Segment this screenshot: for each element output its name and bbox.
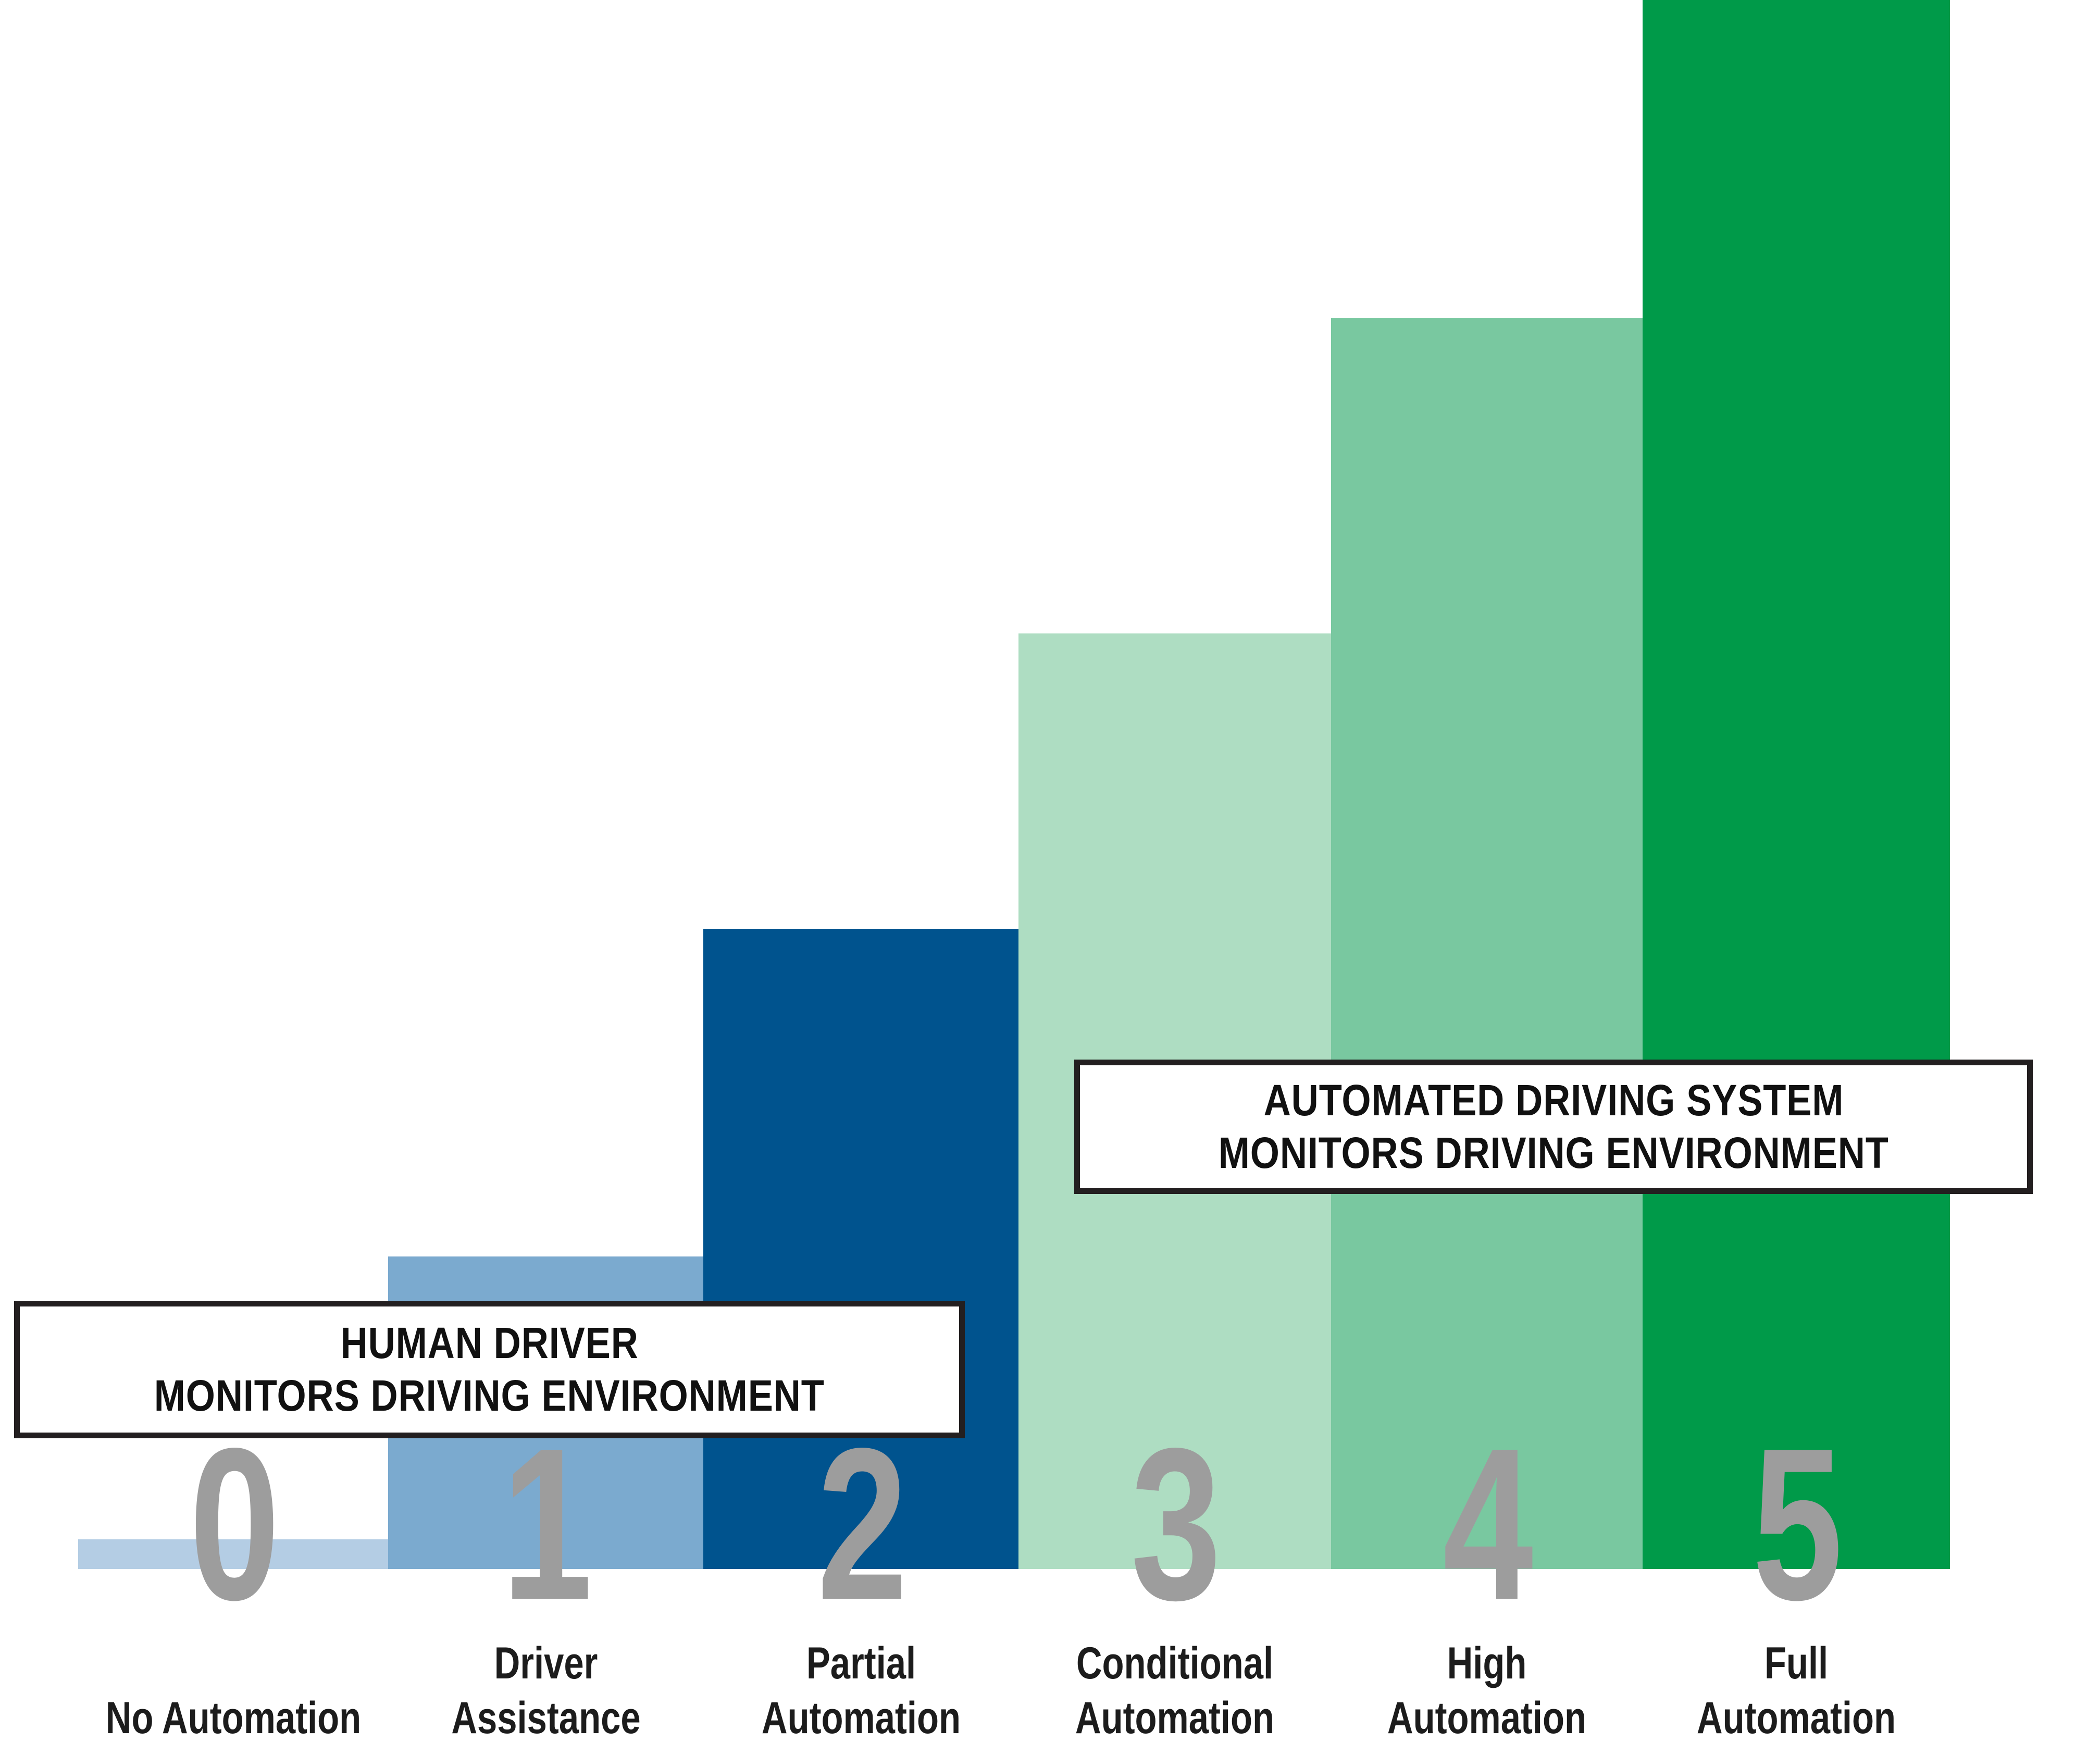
automated-driving-system-banner: AUTOMATED DRIVING SYSTEM MONITORS DRIVIN…: [1074, 1060, 2033, 1194]
category-label-5: Full Automation: [1696, 1638, 1896, 1744]
level-numeral-0: 0: [189, 1403, 280, 1645]
category-label-2: Partial Automation: [761, 1638, 961, 1744]
bar-level-0: [78, 1539, 388, 1569]
ads-banner-line-2: MONITORS DRIVING ENVIRONMENT: [1218, 1128, 1889, 1177]
level-numeral-4: 4: [1443, 1403, 1534, 1645]
category-label-3: Conditional Automation: [1075, 1638, 1275, 1744]
human-driver-banner-line-2: MONITORS DRIVING ENVIRONMENT: [154, 1371, 825, 1420]
level-numeral-2: 2: [817, 1403, 908, 1645]
bar-level-2: [703, 929, 1018, 1569]
human-driver-banner: HUMAN DRIVER MONITORS DRIVING ENVIRONMEN…: [14, 1301, 965, 1438]
level-numeral-5: 5: [1752, 1403, 1843, 1645]
category-label-4: High Automation: [1387, 1638, 1587, 1744]
category-label-0: No Automation: [105, 1693, 361, 1744]
level-numeral-3: 3: [1130, 1403, 1222, 1645]
bar-level-5: [1643, 0, 1950, 1569]
human-driver-banner-line-1: HUMAN DRIVER: [340, 1318, 639, 1368]
bar-level-4: [1331, 318, 1643, 1569]
category-label-1: Driver Assistance: [451, 1638, 641, 1744]
ads-banner-line-1: AUTOMATED DRIVING SYSTEM: [1263, 1076, 1844, 1125]
level-numeral-1: 1: [502, 1403, 592, 1645]
